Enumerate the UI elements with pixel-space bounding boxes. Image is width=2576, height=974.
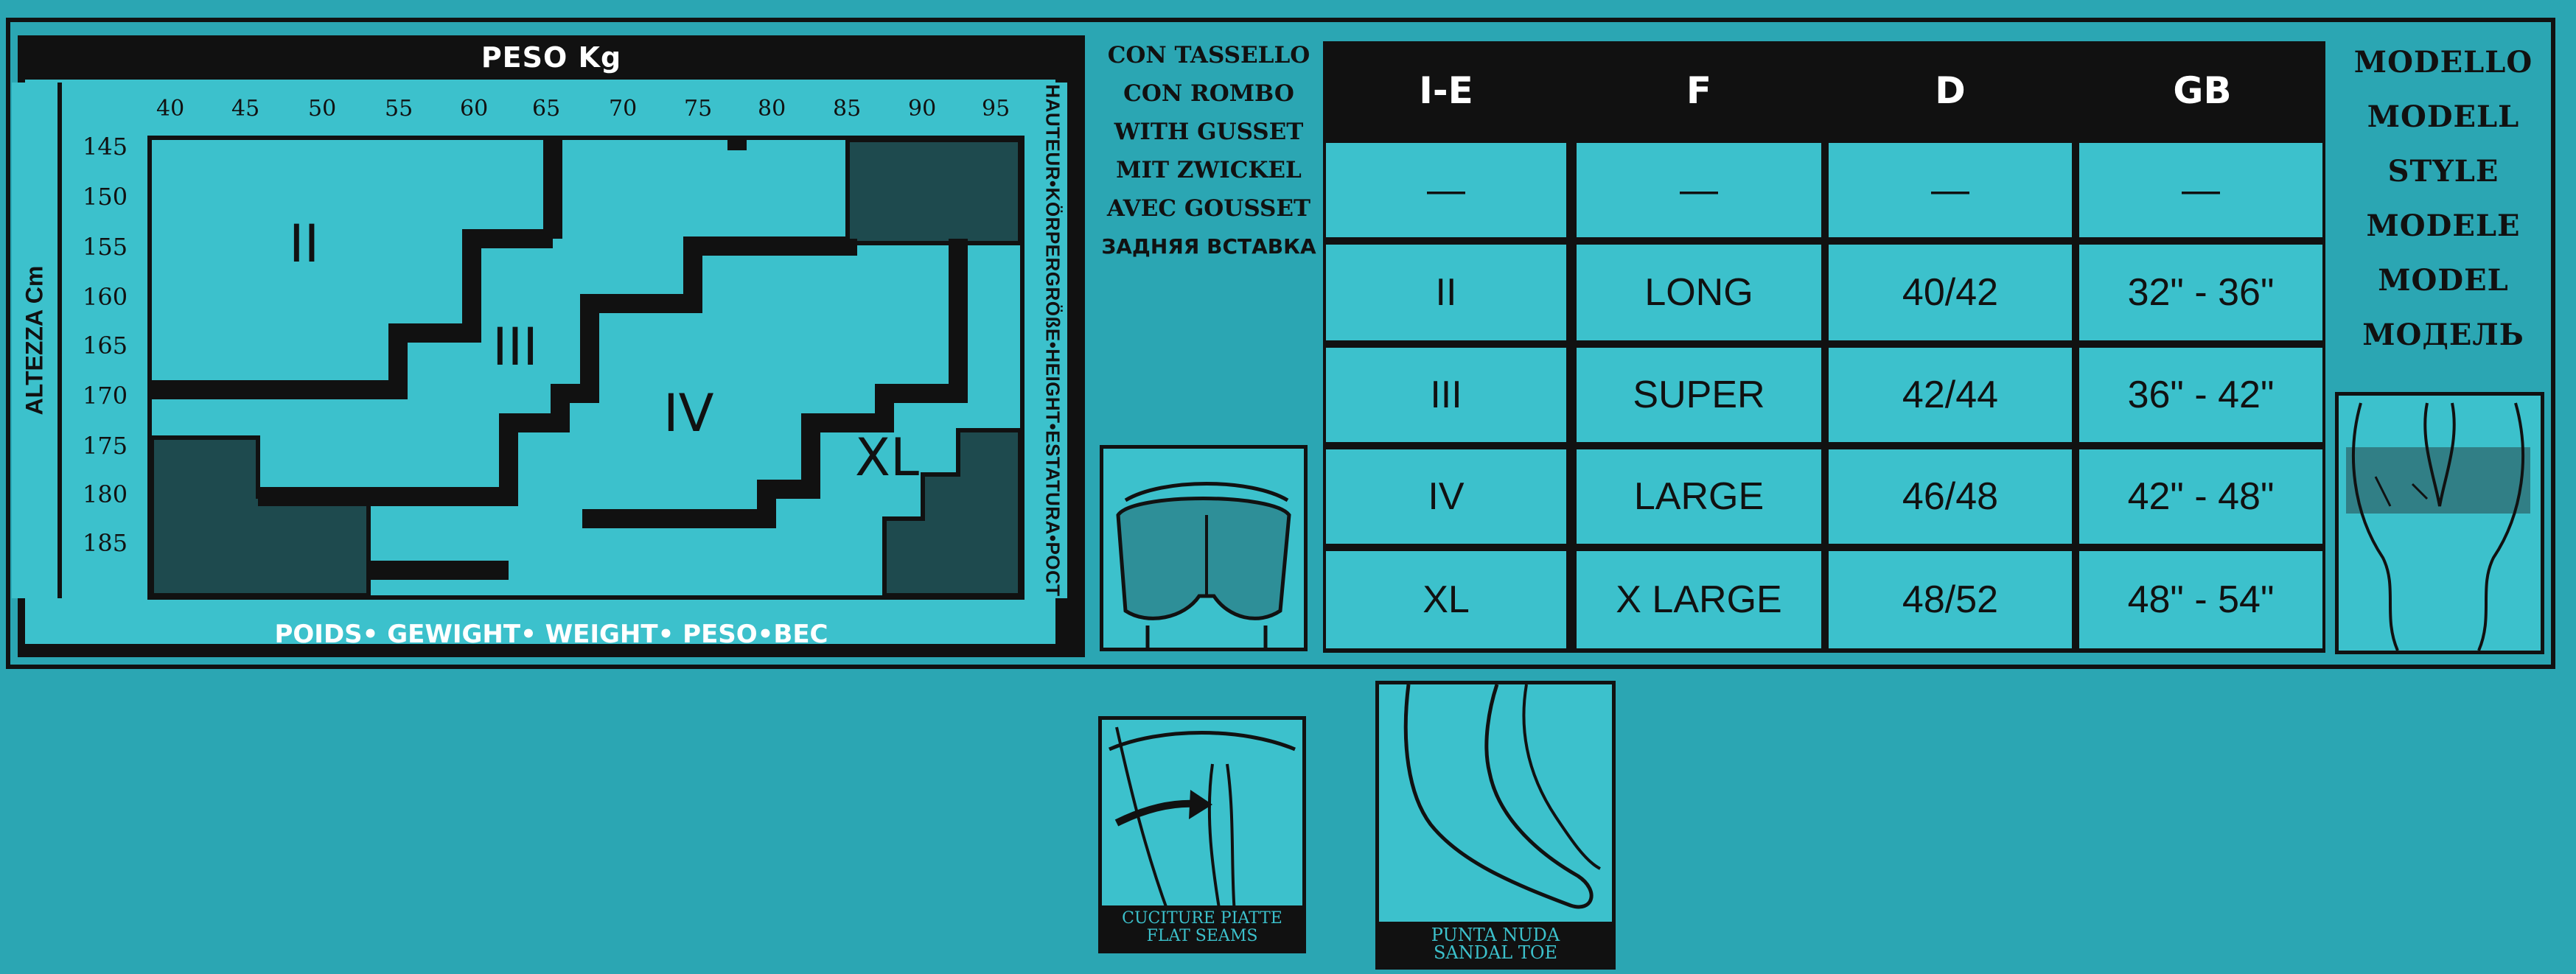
y-tick: 145 <box>83 133 128 161</box>
y-tick: 150 <box>83 183 128 211</box>
table-cell: SUPER <box>1577 348 1821 442</box>
table-cell: IV <box>1326 449 1566 544</box>
table-cell: 46/48 <box>1829 449 2072 544</box>
x-tick: 50 <box>308 96 337 122</box>
gusset-line: AVEC GOUSSET <box>1106 195 1311 222</box>
table-cell: LONG <box>1577 245 1821 340</box>
weight-label: POIDS• GEWIGHT• WEIGHT• PESO•BEC <box>274 620 828 649</box>
table-cell: — <box>1326 143 1566 237</box>
table-cell: 32" - 36" <box>2079 245 2322 340</box>
chart-title: PESO Kg <box>481 41 622 74</box>
table-cell: 36" - 42" <box>2079 348 2322 442</box>
size-table: I-E F D GB — — — — II LONG 40/42 32" - 3… <box>1323 41 2325 653</box>
y-tick: 175 <box>83 432 128 460</box>
legs-icon <box>2346 402 2530 651</box>
zone-label-ii: II <box>289 214 320 274</box>
gusset-info: CON TASSELLO CON ROMBO WITH GUSSET MIT Z… <box>1098 41 1319 271</box>
table-cell: — <box>1577 143 1821 237</box>
model-line: MODEL <box>2378 263 2509 298</box>
x-tick: 45 <box>231 96 260 122</box>
table-cell: — <box>2079 143 2322 237</box>
y-tick: 155 <box>83 233 128 261</box>
y-tick: 160 <box>83 283 128 311</box>
model-labels: MODELLO MODELL STYLE MODELE MODEL МОДЕЛЬ <box>2336 35 2550 362</box>
header-ie: I-E <box>1323 41 1569 140</box>
model-illustration <box>2335 392 2544 654</box>
y-tick: 185 <box>83 529 128 557</box>
table-cell: — <box>1829 143 2072 237</box>
model-line: STYLE <box>2387 154 2499 189</box>
gusset-line-russian: ЗАДНЯЯ ВСТАВКА <box>1101 234 1316 259</box>
x-tick: 85 <box>833 96 862 122</box>
size-zones-graphic <box>147 136 1025 600</box>
table-cell: LARGE <box>1577 449 1821 544</box>
table-cell: XL <box>1326 551 1566 648</box>
height-multilang-label: HAUTEUR•KÖRPERGRÖßE•HEIGHT•ESTATURA•POCT <box>1038 83 1067 598</box>
flat-seams-panel: CUCITURE PIATTE FLAT SEAMS <box>1098 716 1306 953</box>
x-tick: 40 <box>156 96 185 122</box>
gusset-line: CON TASSELLO <box>1107 42 1310 69</box>
y-tick: 170 <box>83 382 128 410</box>
model-line: MODELLO <box>2353 45 2533 80</box>
sandal-toe-caption: PUNTA NUDA SANDAL TOE <box>1379 922 1612 966</box>
x-tick: 65 <box>532 96 561 122</box>
gusset-line: WITH GUSSET <box>1114 119 1304 145</box>
header-gb: GB <box>2079 41 2325 140</box>
table-cell: X LARGE <box>1577 551 1821 648</box>
height-axis-label: ALTEZZA Cm <box>12 83 62 598</box>
zone-label-iii: III <box>492 317 538 377</box>
sandal-toe-panel: PUNTA NUDA SANDAL TOE <box>1375 681 1616 970</box>
table-cell: 42/44 <box>1829 348 2072 442</box>
table-cell: 40/42 <box>1829 245 2072 340</box>
x-tick: 80 <box>758 96 786 122</box>
gusset-line: MIT ZWICKEL <box>1116 157 1302 183</box>
zone-label-xl: XL <box>855 427 919 488</box>
model-line: MODELL <box>2367 99 2520 134</box>
foot-icon <box>1403 684 1601 909</box>
x-tick: 75 <box>684 96 713 122</box>
x-tick: 95 <box>982 96 1010 122</box>
table-cell: 48/52 <box>1829 551 2072 648</box>
table-cell: II <box>1326 245 1566 340</box>
table-cell: III <box>1326 348 1566 442</box>
header-d: D <box>1829 41 2072 140</box>
x-tick: 90 <box>908 96 937 122</box>
outer-frame <box>6 18 2555 669</box>
header-f: F <box>1577 41 1821 140</box>
flat-seams-icon <box>1109 726 1296 914</box>
x-tick: 60 <box>460 96 489 122</box>
x-tick: 55 <box>385 96 413 122</box>
gusset-line: CON ROMBO <box>1123 80 1294 107</box>
table-cell: 42" - 48" <box>2079 449 2322 544</box>
zone-label-iv: IV <box>663 383 714 444</box>
model-line: МОДЕЛЬ <box>2362 318 2524 352</box>
table-cell: 48" - 54" <box>2079 551 2322 648</box>
x-tick: 70 <box>609 96 638 122</box>
flat-seams-caption: CUCITURE PIATTE FLAT SEAMS <box>1102 905 1302 950</box>
gusset-illustration <box>1100 445 1308 651</box>
y-tick: 165 <box>83 332 128 360</box>
y-tick: 180 <box>83 480 128 508</box>
briefs-icon <box>1116 482 1291 648</box>
model-line: MODELE <box>2366 209 2521 243</box>
